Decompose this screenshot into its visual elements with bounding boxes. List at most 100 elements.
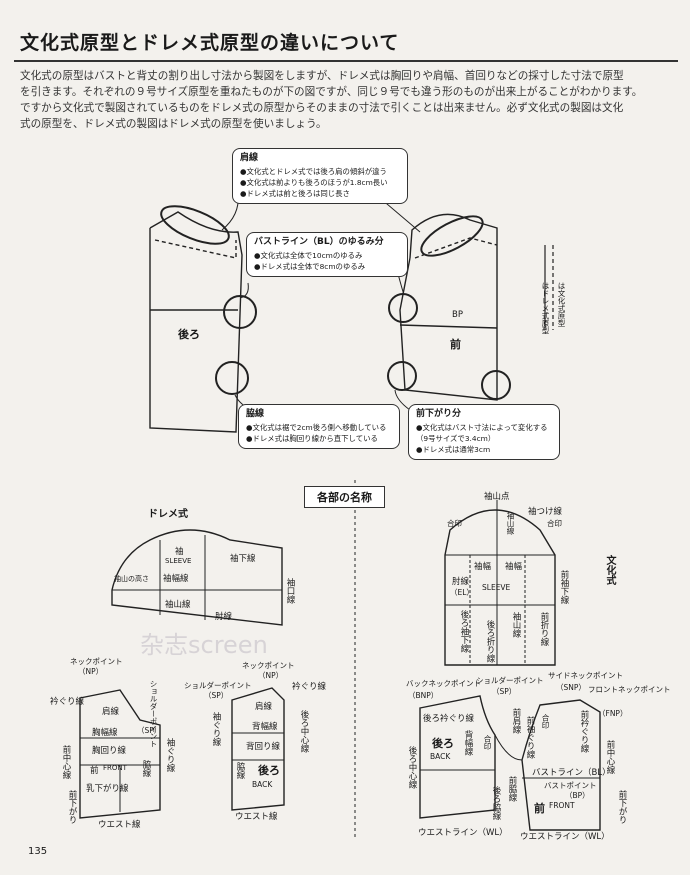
label: （NP） [258,671,284,680]
front-hem-circle [481,370,511,400]
label: バストライン（BL） [532,768,611,778]
back-bodice-doreme [154,239,237,259]
label: サイドネックポイント [548,671,623,680]
label: 袖山の高さ [114,575,149,583]
box-line: ●ドレメ式は胸回り線から直下している [246,434,378,443]
page-title: 文化式原型とドレメ式原型の違いについて [20,32,400,54]
doreme-front-outline [79,689,161,819]
label: 前 [534,802,545,815]
label: 胸幅線 [92,728,118,738]
section-title: 各部の名称 [304,486,385,508]
label: （NP） [78,667,104,676]
intro-line: ですから文化式で製図されているものをドレメ式の原型からそのままの寸法で引くことは… [20,102,624,114]
label: 背幅線 [252,722,278,732]
box-title: バストライン（BL）のゆるみ分 [254,237,384,247]
label: ウエストライン（WL） [418,828,508,838]
label: 前衿ぐり線 [579,710,589,753]
box-line: ●文化式は裾で2cm後ろ側へ移動している [246,423,387,432]
label: 袖ぐり線 [211,712,221,746]
bust-note-box: バストライン（BL）のゆるみ分 ●文化式は全体で10cmのゆるみ ●ドレメ式は全… [246,232,408,277]
doreme-sleeve-outline [111,529,283,626]
label: 後ろ中心線 [299,710,309,753]
label: 前下がり [617,790,627,824]
label: 肘線 [452,577,470,587]
label: 前折り線 [539,612,549,646]
label: 衿ぐり線 [50,697,85,707]
box-line: （9号サイズで3.4cm） [416,434,496,443]
title-rule [14,60,678,62]
box-title: 脇線 [246,409,265,419]
box-line: ●文化式は全体で10cmのゆるみ [254,251,363,260]
label: 袖幅 [474,562,492,572]
front-drop-note-box: 前下がり分 ●文化式はバスト寸法によって変化する （9号サイズで3.4cm） ●… [408,404,560,460]
label: 袖山線 [506,512,515,535]
legend-bunka: は文化式原型 [557,282,566,327]
label: ウエスト線 [235,812,278,822]
label: 前下がり [67,790,77,824]
label: ウエストライン（WL） [520,832,610,842]
label: 肩線 [102,707,120,717]
label: 前袖ぐり線 [525,716,535,759]
doreme-back-outline [231,687,285,811]
label: （SNP） [556,683,586,692]
label: 後ろ衿ぐり線 [423,714,475,724]
label: （BNP） [408,691,439,700]
front-armhole-circle [388,293,418,323]
label: 袖幅 [505,562,523,572]
bunka-front-outline [521,699,601,831]
label: 袖山点 [484,492,510,502]
bunka-back-outline [419,695,496,819]
box-line: ●ドレメ式は前と後ろは同じ長さ [240,189,350,198]
label: 前肩線 [511,708,521,734]
front-label: 前 [450,338,461,351]
label: 後ろ袖下線 [459,610,469,653]
label: （SP） [492,687,517,696]
label: 後ろ中心線 [407,746,417,789]
label: 後ろ折り線 [485,620,495,663]
front-shoulder-circle [420,215,484,257]
intro-line: 式の原型を、ドレメ式の製図はドレメ式の原型を使いましょう。 [20,118,327,130]
label: （BP） [565,791,590,800]
label: バックネックポイント [406,679,481,688]
box-line: ●文化式はバスト寸法によって変化する [416,423,548,432]
label: （FNP） [598,709,628,718]
label: 合印 [447,519,462,528]
label: 肘線 [215,612,233,622]
label: 前中心線 [61,745,71,779]
label: 袖ぐり線 [165,738,175,772]
front-bodice-outline [399,213,498,401]
bunka-sleeve-outline [444,509,556,666]
back-bodice-outline [149,211,243,433]
label: （SP） [204,691,229,700]
label: 前脇線 [507,776,517,802]
side-note-box: 脇線 ●文化式は裾で2cm後ろ側へ移動している ●ドレメ式は胸回り線から直下して… [238,404,400,449]
label: ショルダーポイント [184,681,252,690]
label: バストポイント [544,781,597,790]
label: 袖山線 [511,612,521,638]
back-label: 後ろ [178,328,200,341]
intro-text: 文化式の原型はバストと背丈の割り出し寸法から製図をしますが、ドレメ式は胸回りや肩… [20,68,680,132]
intro-line: 文化式の原型はバストと背丈の割り出し寸法から製図をしますが、ドレメ式は胸回りや肩… [20,70,624,82]
label: ネックポイント [242,661,295,670]
label: BACK [430,752,451,761]
label: （EL） [450,588,474,597]
label: 肩線 [255,702,273,712]
doreme-heading: ドレメ式 [148,509,188,520]
box-line: ●文化式は前よりも後ろのほうが1.8cm長い [240,178,388,187]
label: 衿ぐり線 [292,682,327,692]
label: 背幅線 [463,730,473,756]
label: 合印 [483,735,492,750]
label: 袖山線 [165,600,191,610]
label: 前 [90,766,99,776]
label: 合印 [541,714,550,729]
back-side-circle [215,361,249,395]
front-bust-line [399,324,498,329]
label: 袖幅線 [163,574,189,584]
label: 脇線 [141,760,151,777]
page-number: 135 [28,846,48,857]
bunka-heading: 文化式 [604,555,615,585]
label: 胸回り線 [92,746,127,756]
label: SLEEVE [165,557,192,565]
box-line: ●ドレメ式は全体で8cmのゆるみ [254,262,366,271]
